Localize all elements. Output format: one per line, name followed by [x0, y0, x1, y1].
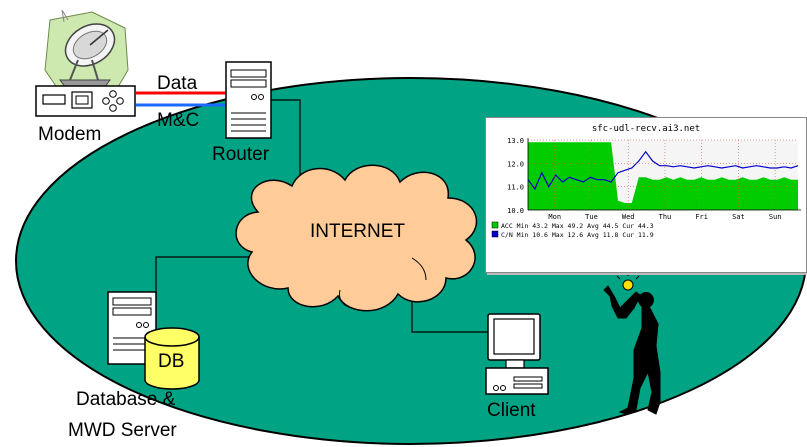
x-tick-label: Thu [659, 213, 672, 221]
thinking-person-icon [603, 272, 661, 415]
data-link-label: Data [157, 73, 198, 94]
legend-entry-cn: C/N Min 10.6 Max 12.6 Avg 11.8 Cur 11.9 [501, 231, 654, 239]
x-tick-label: Fri [695, 213, 708, 221]
server-label-line2: MWD Server [68, 420, 177, 441]
router-label: Router [212, 144, 270, 165]
router-to-internet-line [270, 99, 301, 200]
legend-entry-acc: ACC Min 43.2 Max 49.2 Avg 44.5 Cur 44.3 [501, 222, 654, 230]
server-to-internet-line [155, 256, 255, 300]
internet-cloud [235, 164, 478, 312]
x-tick-label: Sat [732, 213, 745, 221]
modem-label: Modem [38, 124, 102, 145]
client-label: Client [487, 400, 536, 421]
modem-icon [35, 85, 136, 117]
x-tick-label: Mon [548, 213, 561, 221]
db-label: DB [158, 351, 185, 372]
legend-swatch [491, 221, 499, 229]
mc-link-label: M&C [157, 110, 200, 131]
x-tick-label: Tue [585, 213, 598, 221]
x-tick-label: Sun [769, 213, 782, 221]
y-tick-label: 12.0 [507, 160, 524, 168]
chart-title: sfc-udl-recv.ai3.net [592, 124, 700, 134]
y-tick-label: 11.0 [507, 184, 524, 192]
x-tick-label: Wed [622, 213, 635, 221]
satellite-dish-icon [44, 9, 129, 93]
series-line-cn [527, 150, 799, 191]
y-tick-label: 10.0 [507, 207, 524, 215]
y-tick-label: 13.0 [507, 137, 524, 145]
client-computer-icon [485, 313, 549, 395]
internet-label: INTERNET [310, 221, 405, 242]
series-area-acc [528, 142, 798, 210]
server-label-line1: Database & [76, 389, 176, 410]
router-icon [225, 61, 272, 139]
legend-swatch [491, 230, 499, 238]
connection-lines [155, 99, 490, 333]
db-cylinder-icon [144, 327, 200, 390]
internet-to-client-line [411, 302, 490, 333]
